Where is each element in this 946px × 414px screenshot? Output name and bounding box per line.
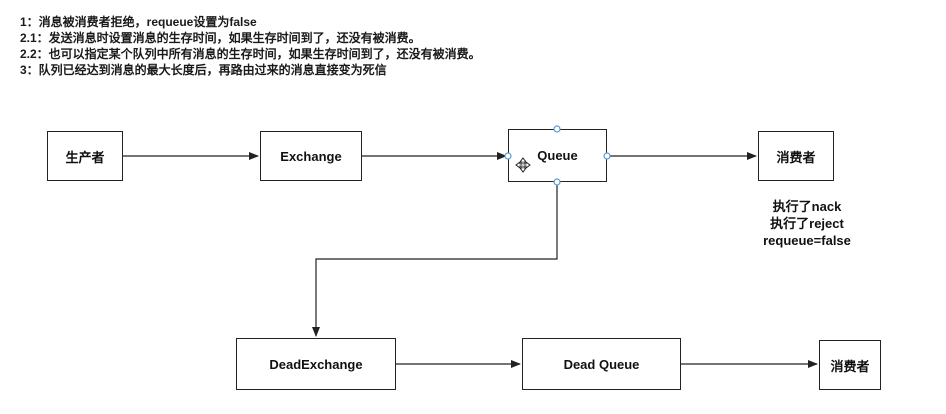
note-line: 1：消息被消费者拒绝，requeue设置为false <box>20 15 257 29</box>
consumer-node[interactable]: 消费者 <box>758 131 834 181</box>
consumer-annotation: 执行了nack 执行了reject requeue=false <box>738 198 876 249</box>
dead-consumer-label: 消费者 <box>830 358 870 374</box>
note-line: 2.2：也可以指定某个队列中所有消息的生存时间，如果生存时间到了，还没有被消费。 <box>20 47 481 61</box>
exchange-node[interactable]: Exchange <box>260 131 362 181</box>
annotation-line: requeue=false <box>763 233 851 248</box>
notes-block: 1：消息被消费者拒绝，requeue设置为false 2.1：发送消息时设置消息… <box>20 14 481 78</box>
move-cursor-icon <box>515 157 531 173</box>
note-line: 2.1：发送消息时设置消息的生存时间，如果生存时间到了，还没有被消费。 <box>20 31 421 45</box>
exchange-label: Exchange <box>280 148 342 164</box>
selection-handle-left[interactable] <box>504 152 512 160</box>
dead-exchange-label: DeadExchange <box>269 356 363 372</box>
producer-label: 生产者 <box>65 149 105 165</box>
selection-handle-right[interactable] <box>603 152 611 160</box>
arrow-queue-to-deadexchange <box>312 181 558 337</box>
selection-handle-bottom[interactable] <box>553 178 561 186</box>
dead-exchange-node[interactable]: DeadExchange <box>236 338 396 390</box>
annotation-line: 执行了reject <box>770 216 844 231</box>
dead-queue-node[interactable]: Dead Queue <box>522 338 681 390</box>
consumer-label: 消费者 <box>776 149 816 165</box>
annotation-line: 执行了nack <box>772 199 842 214</box>
dead-consumer-node[interactable]: 消费者 <box>819 340 881 390</box>
producer-node[interactable]: 生产者 <box>47 131 123 181</box>
selection-handle-top[interactable] <box>553 125 561 133</box>
note-line: 3：队列已经达到消息的最大长度后，再路由过来的消息直接变为死信 <box>20 63 387 77</box>
queue-label: Queue <box>537 148 578 163</box>
dead-queue-label: Dead Queue <box>563 356 640 372</box>
